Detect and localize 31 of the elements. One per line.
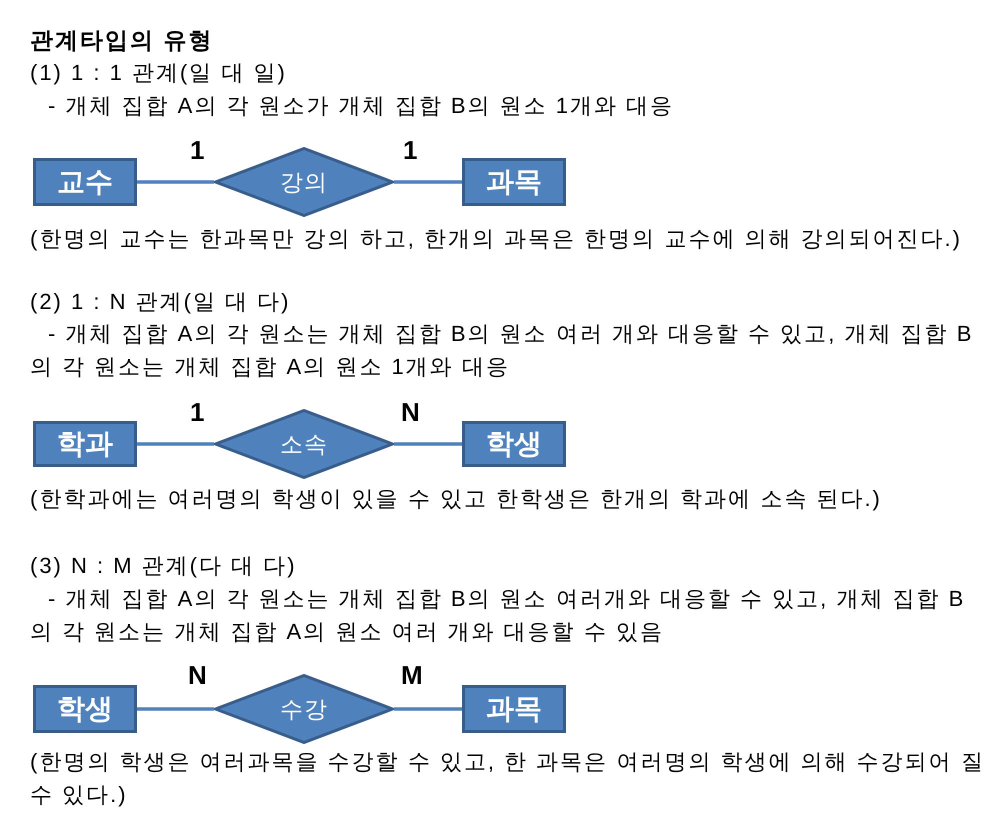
- connector-line: [137, 180, 214, 184]
- entity-box: 학과: [33, 421, 137, 467]
- cardinality-label: M: [401, 660, 423, 690]
- entity-box: 학생: [462, 421, 566, 467]
- relationship-diamond: 소속: [214, 409, 394, 479]
- entity-box: 교수: [33, 158, 137, 206]
- section-heading: (2) 1 : N 관계(일 대 다): [30, 288, 292, 316]
- cardinality-label: N: [401, 397, 420, 427]
- entity-box: 과목: [462, 158, 566, 206]
- connector-line: [394, 442, 462, 446]
- entity-box: 학생: [33, 685, 137, 733]
- cardinality-label: N: [188, 660, 207, 690]
- connector-line: [137, 707, 214, 711]
- section-heading: (3) N : M 관계(다 대 다): [30, 552, 298, 580]
- connector-line: [394, 180, 462, 184]
- connector-line: [137, 442, 214, 446]
- connector-line: [394, 707, 462, 711]
- description-text: - 개체 집합 A의 각 원소는 개체 집합 B의 원소 여러 개와 대응할 수 있고, 개체 집합 B의 각 원소는 개체 집합 A의 원소 1개와 대응: [30, 320, 974, 381]
- example-sentence: (한명의 학생은 여러과목을 수강할 수 있고, 한 과목은 여러명의 학생에 의해 수강되어 질 수 있다.): [30, 748, 986, 809]
- relationship-diamond: 강의: [214, 147, 394, 217]
- example-sentence: (한학과에는 여러명의 학생이 있을 수 있고 한학생은 한개의 학과에 소속 된다.): [30, 485, 883, 513]
- entity-box: 과목: [462, 685, 566, 733]
- example-sentence: (한명의 교수는 한과목만 강의 하고, 한개의 과목은 한명의 교수에 의해 강의되어진다.): [30, 225, 963, 253]
- cardinality-label: 1: [190, 397, 204, 427]
- section-heading: (1) 1 : 1 관계(일 대 일): [30, 59, 288, 87]
- cardinality-label: 1: [190, 135, 204, 165]
- description-text: - 개체 집합 A의 각 원소는 개체 집합 B의 원소 여러개와 대응할 수 있고, 개체 집합 B의 각 원소는 개체 집합 A의 원소 여러 개와 대응할 수 있음: [30, 585, 966, 646]
- cardinality-label: 1: [403, 135, 418, 165]
- heading: 관계타입의 유형: [30, 26, 214, 55]
- relationship-diamond: 수강: [214, 674, 394, 744]
- description-text: - 개체 집합 A의 각 원소가 개체 집합 B의 원소 1개와 대응: [47, 92, 676, 120]
